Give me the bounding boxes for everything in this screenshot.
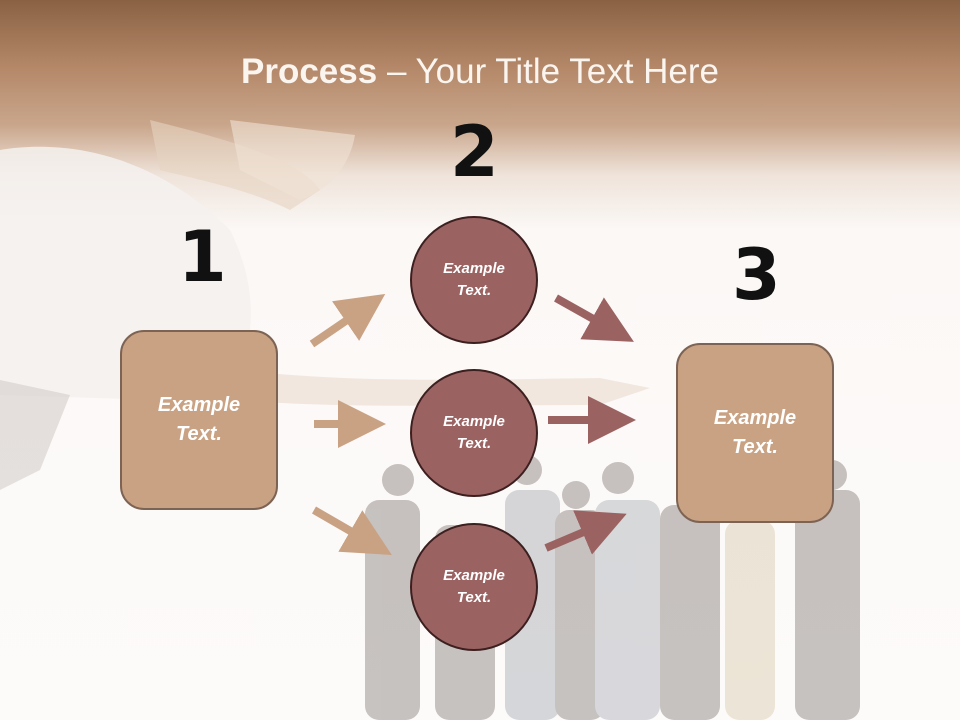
woman-face [230,120,355,200]
woman-skirt [0,380,70,490]
circle-top-text: Example Text. [443,259,505,300]
woman-arm [180,360,650,406]
circle-bottom: Example Text. [410,523,538,651]
arrow-1-to-bottom [311,506,392,556]
title-rest: – Your Title Text Here [377,52,719,91]
arrow-bottom-to-3 [544,510,627,555]
step-3-text: Example Text. [713,407,797,458]
circle-top: Example Text. [410,216,538,344]
step-number-2: 2 [450,111,499,193]
step-number-1: 1 [178,216,227,298]
step-1-box: Example Text. [120,330,278,510]
circle-middle-text: Example Text. [443,412,505,453]
arrow-top-to-3 [554,294,634,342]
step-number-3: 3 [732,234,781,316]
title-bold: Process [241,52,378,91]
circle-bottom-text: Example Text. [443,566,505,607]
step-1-text: Example Text. [157,394,241,445]
arrow-1-to-top [309,293,386,348]
step-3-box: Example Text. [676,343,834,523]
circle-middle: Example Text. [410,369,538,497]
slide-title: Process – Your Title Text Here [0,52,960,92]
